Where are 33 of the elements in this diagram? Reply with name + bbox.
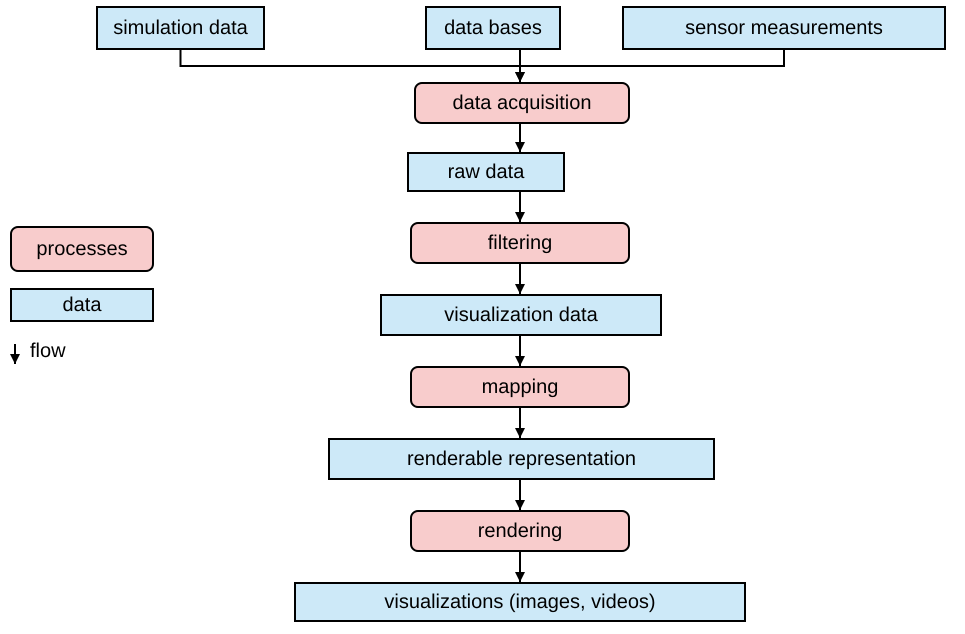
node-label: renderable representation xyxy=(406,448,636,470)
node-label: raw data xyxy=(448,160,524,184)
node-label: visualization data xyxy=(444,304,598,326)
node-label: sensor measurements xyxy=(685,16,883,40)
legend-label: processes xyxy=(36,238,128,260)
process-box xyxy=(410,510,630,552)
process-box xyxy=(410,222,630,264)
arrow xyxy=(515,336,525,366)
node-label: data acquisition xyxy=(452,92,592,114)
node-label: mapping xyxy=(482,376,558,398)
data-box xyxy=(622,6,946,50)
data-box xyxy=(96,6,265,50)
data-box xyxy=(425,6,561,50)
arrow xyxy=(515,264,525,294)
data-box xyxy=(407,152,565,192)
arrow xyxy=(515,480,525,510)
arrow xyxy=(515,192,525,222)
arrow xyxy=(515,50,785,82)
arrow xyxy=(515,124,525,152)
data-box xyxy=(380,294,662,336)
legend-label: flow xyxy=(30,340,66,363)
node-label: simulation data xyxy=(113,16,248,40)
data-box xyxy=(328,438,715,480)
node-label: data bases xyxy=(444,16,542,40)
node-label: filtering xyxy=(488,232,552,254)
arrow xyxy=(515,552,525,582)
legend-label: data xyxy=(62,294,102,316)
arrow xyxy=(515,408,525,438)
process-box xyxy=(410,366,630,408)
node-label: visualizations (images, videos) xyxy=(384,590,656,614)
node-label: rendering xyxy=(478,520,562,542)
process-box xyxy=(414,82,630,124)
data-box xyxy=(294,582,746,622)
